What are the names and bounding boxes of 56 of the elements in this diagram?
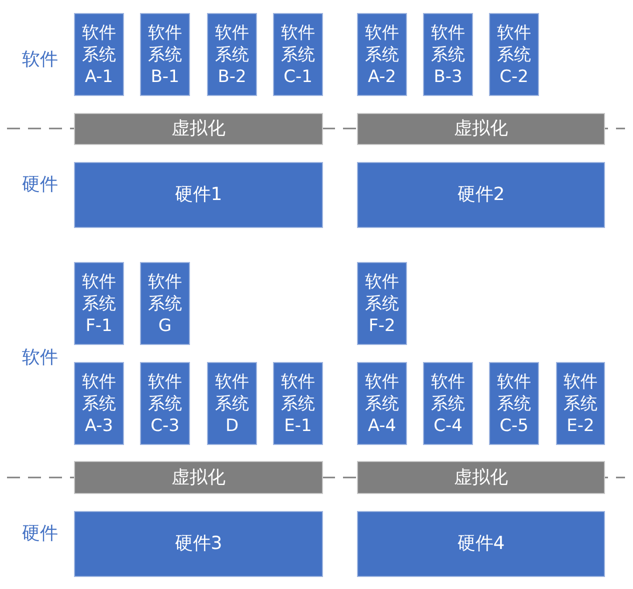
software-system-block bbox=[273, 362, 323, 445]
system-label: 软件系统F-1 bbox=[81, 270, 117, 336]
software-system-block bbox=[357, 362, 407, 445]
software-system-block bbox=[423, 13, 473, 96]
system-label: 软件系统B-2 bbox=[214, 22, 250, 88]
virtualization-layer-bar bbox=[357, 461, 605, 494]
hardware-block bbox=[74, 511, 323, 577]
software-system-block bbox=[556, 362, 605, 445]
software-system-block bbox=[489, 13, 539, 96]
layer-label: 虚拟化 bbox=[172, 118, 226, 140]
software-system-block bbox=[423, 362, 473, 445]
system-label: 软件系统E-1 bbox=[280, 370, 316, 436]
system-label: 软件系统C-1 bbox=[280, 22, 316, 88]
software-system-block bbox=[74, 362, 124, 445]
system-label: 软件系统D bbox=[214, 370, 250, 436]
system-label: 软件系统B-3 bbox=[430, 22, 466, 88]
system-label: 软件系统E-2 bbox=[562, 370, 598, 436]
system-label: 软件系统A-3 bbox=[81, 370, 117, 436]
software-system-block bbox=[140, 362, 190, 445]
hardware-block bbox=[74, 162, 323, 228]
hardware-label: 硬件1 bbox=[174, 184, 222, 206]
system-label: 软件系统A-4 bbox=[364, 370, 400, 436]
system-label: 软件系统B-1 bbox=[147, 22, 183, 88]
virtualization-layer-bar bbox=[74, 113, 323, 145]
hardware-block bbox=[357, 511, 605, 577]
system-label: 软件系统A-2 bbox=[364, 22, 400, 88]
hardware-label: 硬件3 bbox=[174, 533, 222, 555]
software-system-block bbox=[74, 262, 124, 345]
system-label: 软件系统C-2 bbox=[496, 22, 532, 88]
system-label: 软件系统A-1 bbox=[81, 22, 117, 88]
layer-label: 虚拟化 bbox=[172, 466, 226, 488]
system-label: 软件系统C-4 bbox=[430, 370, 466, 436]
software-system-block bbox=[74, 13, 124, 96]
layer-heading: 硬件 bbox=[22, 523, 58, 545]
software-system-block bbox=[140, 13, 190, 96]
software-system-block bbox=[489, 362, 539, 445]
hardware-label: 硬件4 bbox=[457, 533, 505, 555]
system-label: 软件系统C-3 bbox=[147, 370, 183, 436]
layer-heading: 软件 bbox=[22, 49, 58, 71]
layer-label: 虚拟化 bbox=[454, 118, 508, 140]
system-label: 软件系统F-2 bbox=[364, 270, 400, 336]
software-system-block bbox=[140, 262, 190, 345]
layer-heading: 硬件 bbox=[22, 174, 58, 196]
layer-heading: 软件 bbox=[22, 347, 58, 369]
virtualization-layer-bar bbox=[74, 461, 323, 494]
software-system-block bbox=[273, 13, 323, 96]
software-system-block bbox=[207, 362, 257, 445]
system-label: 软件系统G bbox=[147, 270, 183, 336]
hardware-label: 硬件2 bbox=[457, 184, 505, 206]
layer-label: 虚拟化 bbox=[454, 466, 508, 488]
hardware-block bbox=[357, 162, 605, 228]
software-system-block bbox=[207, 13, 257, 96]
system-label: 软件系统C-5 bbox=[496, 370, 532, 436]
software-system-block bbox=[357, 262, 407, 345]
software-system-block bbox=[357, 13, 407, 96]
virtualization-layer-bar bbox=[357, 113, 605, 145]
